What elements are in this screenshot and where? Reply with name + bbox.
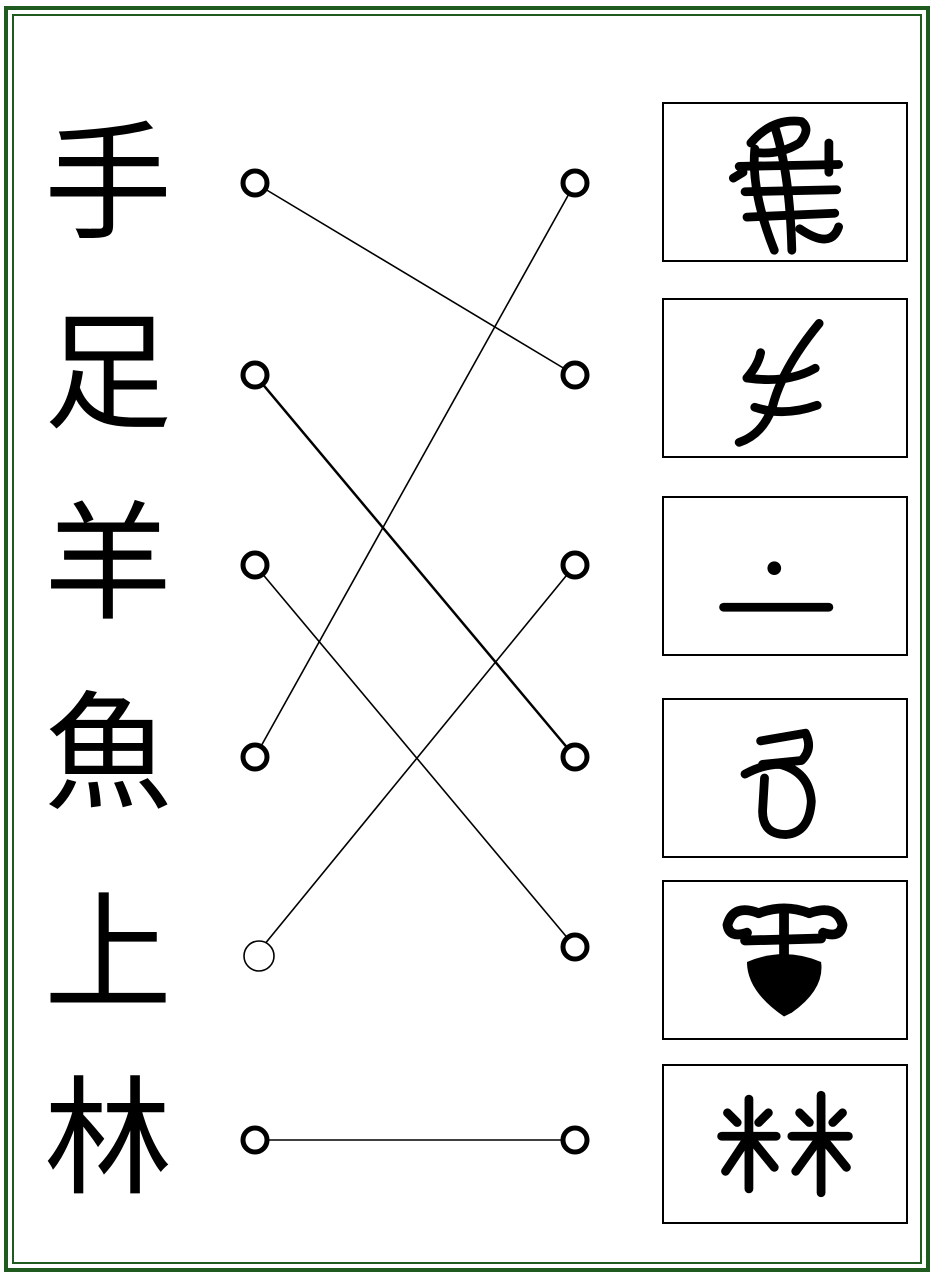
right-node-fish-glyph[interactable] bbox=[563, 171, 587, 195]
right-node-above-glyph[interactable] bbox=[563, 553, 587, 577]
left-node-shang[interactable] bbox=[244, 941, 274, 971]
character-lin: 林 bbox=[28, 1065, 188, 1215]
ancient-hand-glyph-icon bbox=[664, 300, 906, 456]
left-node-shou[interactable] bbox=[243, 171, 267, 195]
glyph-box-sheep bbox=[662, 880, 908, 1040]
glyph-box-hand bbox=[662, 298, 908, 458]
ancient-foot-glyph-icon bbox=[664, 700, 906, 856]
ancient-forest-glyph-icon bbox=[664, 1066, 906, 1222]
character-shang: 上 bbox=[28, 880, 188, 1030]
ancient-fish-glyph-icon bbox=[664, 104, 906, 260]
left-node-zu[interactable] bbox=[243, 363, 267, 387]
character-zu: 足 bbox=[28, 300, 188, 450]
ancient-sheep-glyph-icon bbox=[664, 882, 906, 1038]
left-node-lin[interactable] bbox=[243, 1128, 267, 1152]
character-yang: 羊 bbox=[28, 490, 188, 640]
glyph-box-forest bbox=[662, 1064, 908, 1224]
left-node-yang[interactable] bbox=[243, 553, 267, 577]
glyph-box-foot bbox=[662, 698, 908, 858]
left-node-yu[interactable] bbox=[243, 745, 267, 769]
right-node-foot-glyph[interactable] bbox=[563, 745, 587, 769]
right-node-forest-glyph[interactable] bbox=[563, 1128, 587, 1152]
right-node-sheep-glyph[interactable] bbox=[563, 935, 587, 959]
glyph-box-above bbox=[662, 496, 908, 656]
character-yu: 魚 bbox=[28, 680, 188, 830]
ancient-above-glyph-icon bbox=[664, 498, 906, 654]
glyph-box-fish bbox=[662, 102, 908, 262]
character-shou: 手 bbox=[28, 110, 188, 260]
right-node-hand-glyph[interactable] bbox=[563, 363, 587, 387]
